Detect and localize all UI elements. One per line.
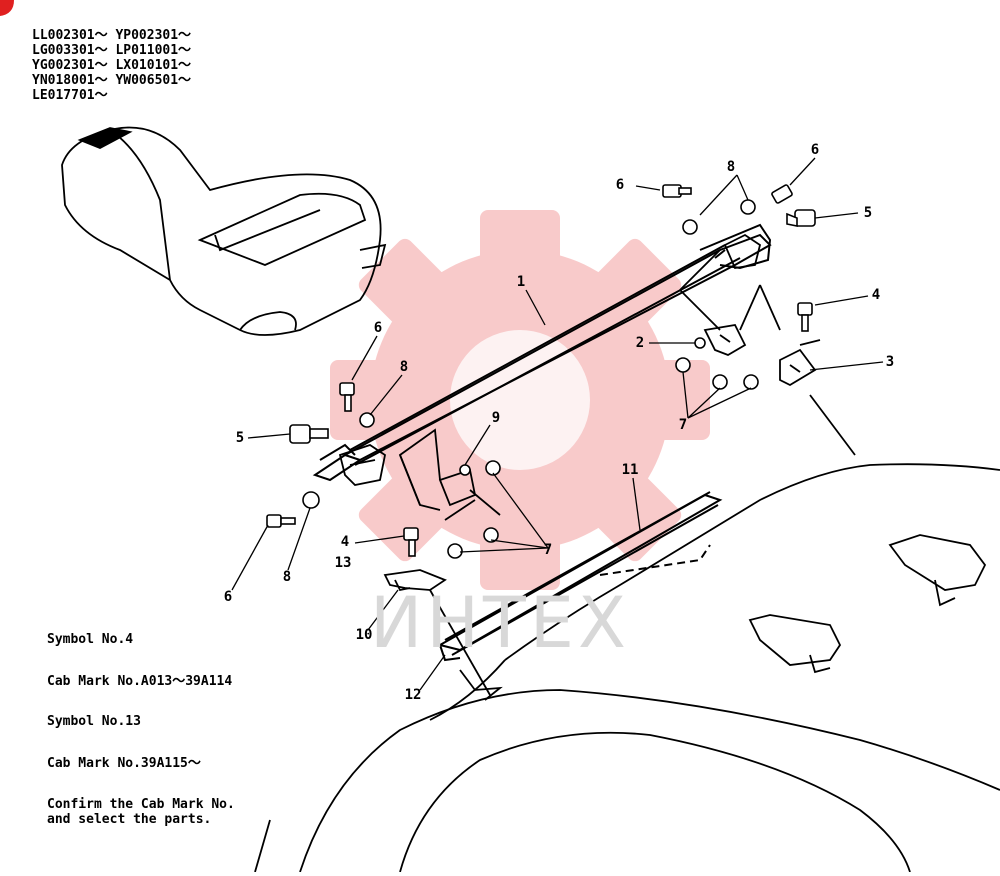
note-confirm-line-2: and select the parts.	[47, 812, 212, 827]
callout-6-lower-left: 6	[223, 589, 233, 605]
seat-drawing	[61, 126, 387, 336]
callout-8-lower-left: 8	[282, 569, 292, 585]
callout-8-top: 8	[726, 159, 736, 175]
watermark-gear-hole	[450, 330, 590, 470]
callout-6-top-right: 6	[810, 142, 820, 158]
callout-2: 2	[635, 335, 645, 351]
note-confirm-line-1: Confirm the Cab Mark No.	[47, 797, 235, 812]
callout-1: 1	[516, 274, 526, 290]
serial-range-line-2: LG003301～ LP011001～	[32, 43, 192, 58]
callout-8-left: 8	[399, 359, 409, 375]
callout-10: 10	[355, 627, 373, 643]
serial-range-line-5: LE017701～	[32, 88, 108, 103]
serial-range-line-1: LL002301～ YP002301～	[32, 28, 192, 43]
callout-6-top: 6	[615, 177, 625, 193]
note-cab-mark-range-2: Cab Mark No.39A115～	[47, 756, 201, 771]
callout-4-left: 4	[340, 534, 350, 550]
watermark-text: ИНТЕХ	[370, 582, 630, 664]
callout-7-right: 7	[678, 417, 688, 433]
bracket-drawings	[338, 233, 821, 701]
cab-roof-drawing	[254, 394, 1000, 873]
callout-5-left: 5	[235, 430, 245, 446]
callout-12: 12	[404, 687, 422, 703]
note-symbol-4: Symbol No.4	[47, 632, 134, 647]
callout-7-center: 7	[543, 542, 553, 558]
callout-13: 13	[334, 555, 352, 571]
note-cab-mark-range-1: Cab Mark No.A013～39A114	[47, 674, 233, 689]
serial-range-line-4: YN018001～ YW006501～	[32, 73, 192, 88]
callout-3: 3	[885, 354, 895, 370]
callout-5-right: 5	[863, 205, 873, 221]
callout-9: 9	[491, 410, 501, 426]
callout-11: 11	[621, 462, 639, 478]
rail-part-1	[312, 223, 772, 482]
callout-4-right: 4	[871, 287, 881, 303]
serial-range-line-3: YG002301～ LX010101～	[32, 58, 192, 73]
rail-part-11	[437, 491, 723, 662]
callout-6-left: 6	[373, 320, 383, 336]
fasteners	[266, 184, 816, 559]
corner-mark	[0, 0, 14, 16]
leader-lines	[231, 157, 884, 691]
note-symbol-13: Symbol No.13	[47, 714, 141, 729]
